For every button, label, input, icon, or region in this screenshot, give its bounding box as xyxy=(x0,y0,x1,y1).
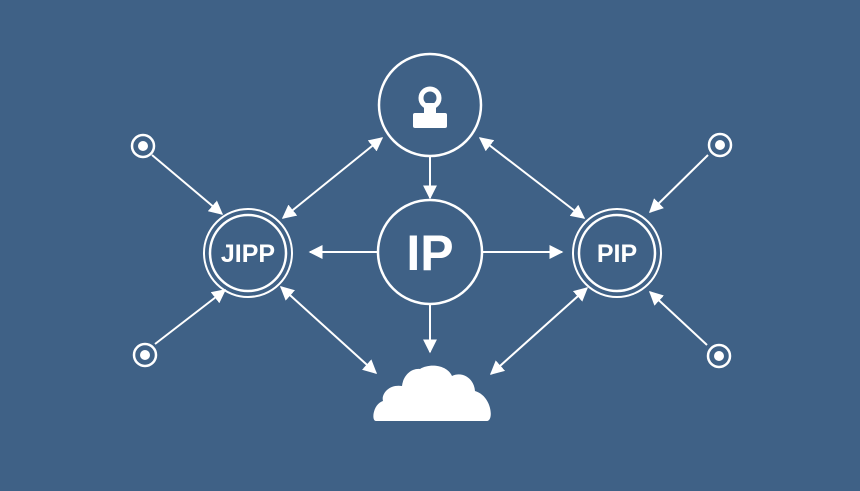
connectors xyxy=(151,137,709,375)
connector-sat-bottomleft xyxy=(154,289,227,345)
connector-right-to-cloud xyxy=(489,287,589,375)
right-node-label: PIP xyxy=(597,240,637,268)
right-node: PIP xyxy=(572,208,662,298)
satellite-bottomleft xyxy=(132,342,158,368)
connector-sat-topright xyxy=(649,154,709,213)
satellite-topright xyxy=(707,132,733,158)
connector-sat-bottomright xyxy=(648,291,708,346)
connector-left-to-cloud xyxy=(279,286,378,374)
center-node-label: IP xyxy=(406,225,453,281)
cloud-icon xyxy=(373,365,491,421)
left-node-label: JIPP xyxy=(221,240,275,268)
center-node: IP xyxy=(376,198,484,306)
top-node xyxy=(377,52,483,158)
left-node: JIPP xyxy=(203,208,293,298)
lock-icon xyxy=(413,86,447,128)
connector-left-to-top xyxy=(281,137,384,219)
connector-sat-topleft xyxy=(151,154,224,215)
satellite-topleft xyxy=(130,133,156,159)
connector-right-to-top xyxy=(478,137,586,219)
satellite-bottomright xyxy=(706,343,732,369)
